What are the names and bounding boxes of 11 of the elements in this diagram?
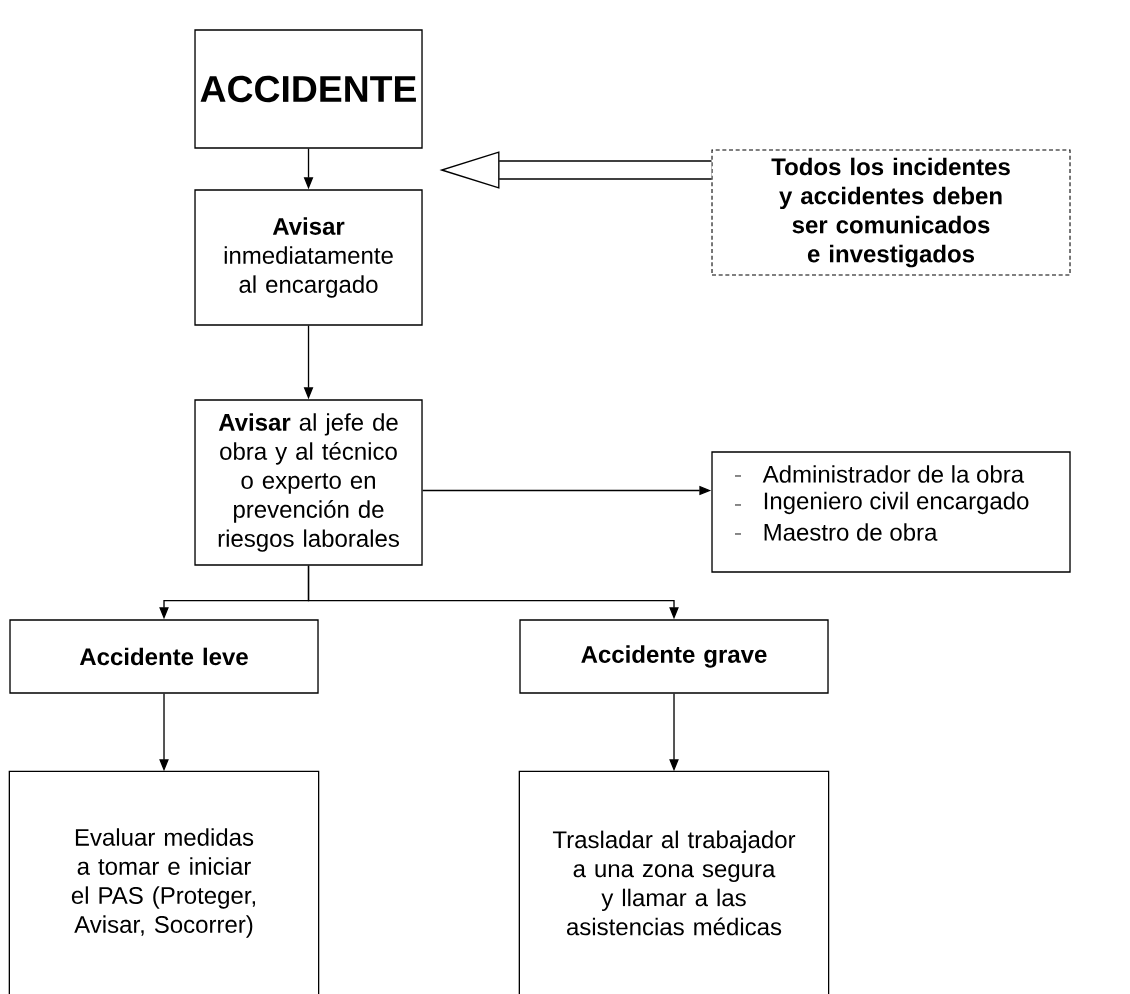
process-box: ACCIDENTE bbox=[194, 29, 423, 149]
process-box: Accidente leve bbox=[9, 619, 319, 694]
process-box: Accidente grave bbox=[519, 619, 829, 694]
process-box: Trasladar al trabajador a una zona segura y llamar a las asistencias médicas bbox=[518, 770, 830, 994]
process-box: Avisar inmediatamente al encargado bbox=[194, 189, 423, 326]
note-box: Todos los incidentes y accidentes deben ser comunicados e investigados bbox=[711, 149, 1071, 276]
list-item: Administrador de la obra bbox=[762, 465, 1025, 483]
process-box: Evaluar medidas a tomar e iniciar el PAS (Proteger, Avisar, Socorrer) bbox=[8, 770, 320, 994]
list-item: Ingeniero civil encargado bbox=[764, 491, 1029, 515]
list-item: Maestro de obra bbox=[764, 523, 938, 541]
process-box: Avisar al jefe de obra y al técnico o experto en prevención de riesgos laborales bbox=[194, 399, 423, 566]
